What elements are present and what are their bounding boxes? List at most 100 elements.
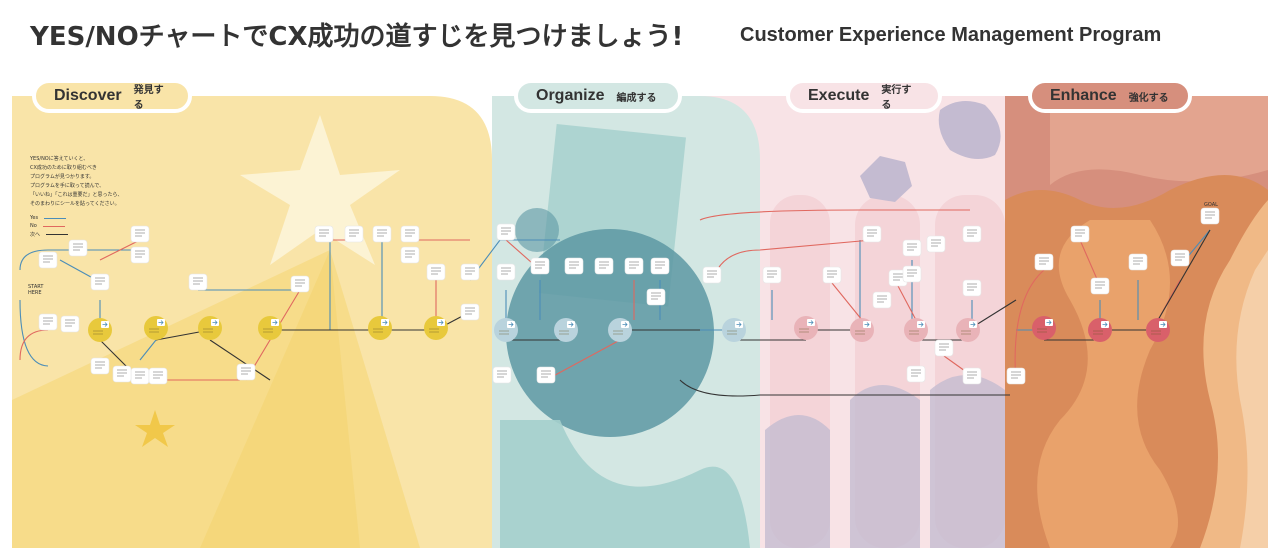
program-card[interactable] [872, 291, 892, 309]
program-card[interactable] [492, 366, 512, 384]
card-box [1034, 253, 1054, 271]
card-box [906, 365, 926, 383]
card-box [650, 257, 670, 275]
phase-name: Execute [808, 87, 870, 104]
program-card[interactable] [822, 266, 842, 284]
program-card[interactable] [426, 263, 446, 281]
program-card[interactable] [934, 339, 954, 357]
program-card[interactable] [962, 279, 982, 297]
arrow-right-icon [736, 322, 742, 327]
program-card[interactable] [188, 273, 208, 291]
program-card[interactable] [372, 225, 392, 243]
arrow-right-icon [508, 322, 514, 327]
program-node[interactable] [850, 318, 874, 342]
program-card[interactable] [902, 239, 922, 257]
program-card[interactable] [130, 246, 150, 264]
program-node[interactable] [1146, 318, 1170, 342]
program-card[interactable] [1070, 225, 1090, 243]
program-node[interactable] [494, 318, 518, 342]
program-card[interactable] [496, 223, 516, 241]
program-node[interactable] [1032, 316, 1056, 340]
phase-pill-discover[interactable]: Discover 発見する [32, 79, 192, 113]
arrow-right-icon [918, 322, 924, 327]
program-card[interactable] [646, 288, 666, 306]
execute-arch-2 [850, 385, 920, 548]
program-card[interactable] [400, 246, 420, 264]
arrow-right-icon [272, 320, 278, 325]
program-card[interactable] [460, 303, 480, 321]
arrow-right-icon [158, 320, 164, 325]
arrow-right-icon [102, 322, 108, 327]
program-card[interactable] [60, 315, 80, 333]
program-node[interactable] [956, 318, 980, 342]
program-node[interactable] [608, 318, 632, 342]
card-box [1170, 249, 1190, 267]
program-card[interactable] [1006, 367, 1026, 385]
program-card[interactable] [888, 269, 908, 287]
card-box [460, 263, 480, 281]
program-node[interactable] [258, 316, 282, 340]
phase-pill-execute[interactable]: Execute 実行する [786, 79, 942, 113]
program-card[interactable] [624, 257, 644, 275]
program-card[interactable] [530, 257, 550, 275]
arrow-right-icon [568, 322, 574, 327]
program-card[interactable] [536, 366, 556, 384]
card-box [236, 363, 256, 381]
program-card[interactable] [90, 273, 110, 291]
program-card[interactable] [130, 225, 150, 243]
program-node[interactable] [368, 316, 392, 340]
program-card[interactable] [926, 235, 946, 253]
program-card[interactable] [38, 251, 58, 269]
program-node[interactable] [794, 316, 818, 340]
legend-no-line [42, 225, 65, 227]
phase-pill-enhance[interactable]: Enhance 強化する [1028, 79, 1192, 113]
legend-no: No [30, 222, 68, 230]
program-card[interactable] [762, 266, 782, 284]
program-card[interactable] [702, 266, 722, 284]
program-card[interactable] [90, 357, 110, 375]
program-node[interactable] [1088, 318, 1112, 342]
program-card[interactable] [1128, 253, 1148, 271]
program-card[interactable] [460, 263, 480, 281]
legend-yes: Yes [30, 214, 68, 222]
program-card[interactable] [962, 367, 982, 385]
program-card[interactable] [594, 257, 614, 275]
phase-name: Organize [536, 87, 605, 104]
program-node[interactable] [88, 318, 112, 342]
program-card[interactable] [400, 225, 420, 243]
program-card[interactable] [344, 225, 364, 243]
program-node[interactable] [144, 316, 168, 340]
program-node[interactable] [198, 316, 222, 340]
program-node[interactable] [424, 316, 448, 340]
program-card[interactable] [38, 313, 58, 331]
program-card[interactable] [148, 367, 168, 385]
program-card[interactable] [496, 263, 516, 281]
program-card[interactable] [290, 275, 310, 293]
program-card[interactable] [902, 265, 922, 283]
program-card[interactable] [906, 365, 926, 383]
program-card[interactable] [564, 257, 584, 275]
program-node[interactable] [722, 318, 746, 342]
program-card[interactable] [112, 365, 132, 383]
intro-line: そのまわりにシールを貼ってください。 [30, 201, 120, 207]
program-card[interactable] [1200, 207, 1220, 225]
program-card[interactable] [68, 239, 88, 257]
program-card[interactable] [314, 225, 334, 243]
program-card[interactable] [650, 257, 670, 275]
no-link [99, 239, 141, 261]
program-card[interactable] [1170, 249, 1190, 267]
program-node[interactable] [904, 318, 928, 342]
program-card[interactable] [130, 367, 150, 385]
program-card[interactable] [862, 225, 882, 243]
program-card[interactable] [1090, 277, 1110, 295]
program-card[interactable] [236, 363, 256, 381]
program-node[interactable] [554, 318, 578, 342]
card-box [564, 257, 584, 275]
card-box [314, 225, 334, 243]
program-card[interactable] [962, 225, 982, 243]
next-link [679, 379, 1010, 397]
card-box [594, 257, 614, 275]
program-card[interactable] [1034, 253, 1054, 271]
phase-pill-organize[interactable]: Organize 編成する [514, 79, 682, 113]
